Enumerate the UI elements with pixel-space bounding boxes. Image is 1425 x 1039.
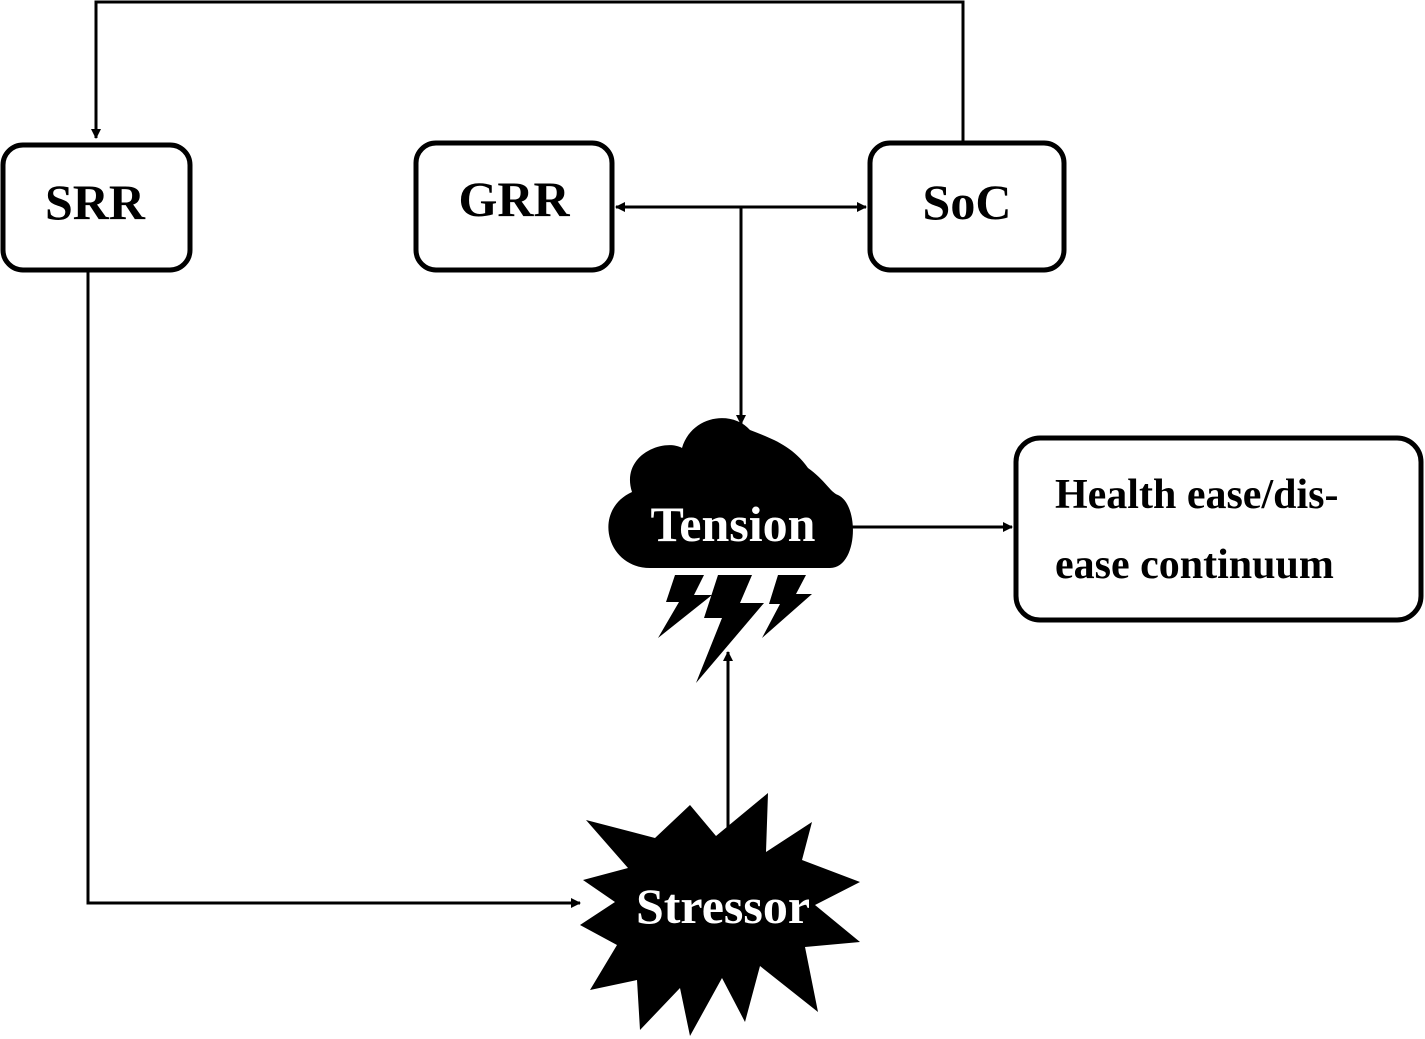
node-srr: SRR (0, 142, 193, 273)
health-label-line1: Health ease/dis- (1055, 472, 1338, 518)
lightning-bolt-middle (696, 575, 764, 683)
grr-label: GRR (458, 171, 570, 227)
node-soc: SoC (867, 140, 1067, 273)
node-tension: Tension (608, 418, 853, 683)
node-health-continuum: Health ease/dis- ease continuum (1013, 435, 1424, 623)
cloud-shape (608, 418, 853, 568)
stressor-label: Stressor (636, 878, 810, 934)
health-label-line2: ease continuum (1055, 542, 1334, 588)
edge-srr-to-stressor (86, 272, 581, 908)
tension-label: Tension (651, 496, 816, 552)
node-grr: GRR (413, 140, 615, 273)
starburst-icon (580, 793, 860, 1036)
soc-label: SoC (923, 174, 1012, 230)
node-stressor: Stressor (580, 793, 860, 1036)
lightning-bolt-left (658, 575, 712, 638)
lightning-bolt-right (762, 575, 812, 638)
health-box (1013, 435, 1424, 623)
grr-box (413, 140, 615, 273)
edge-soc-to-srr (91, 0, 965, 142)
srr-box (0, 142, 193, 273)
storm-cloud-icon (608, 418, 853, 683)
srr-label: SRR (45, 174, 146, 230)
soc-box (867, 140, 1067, 273)
